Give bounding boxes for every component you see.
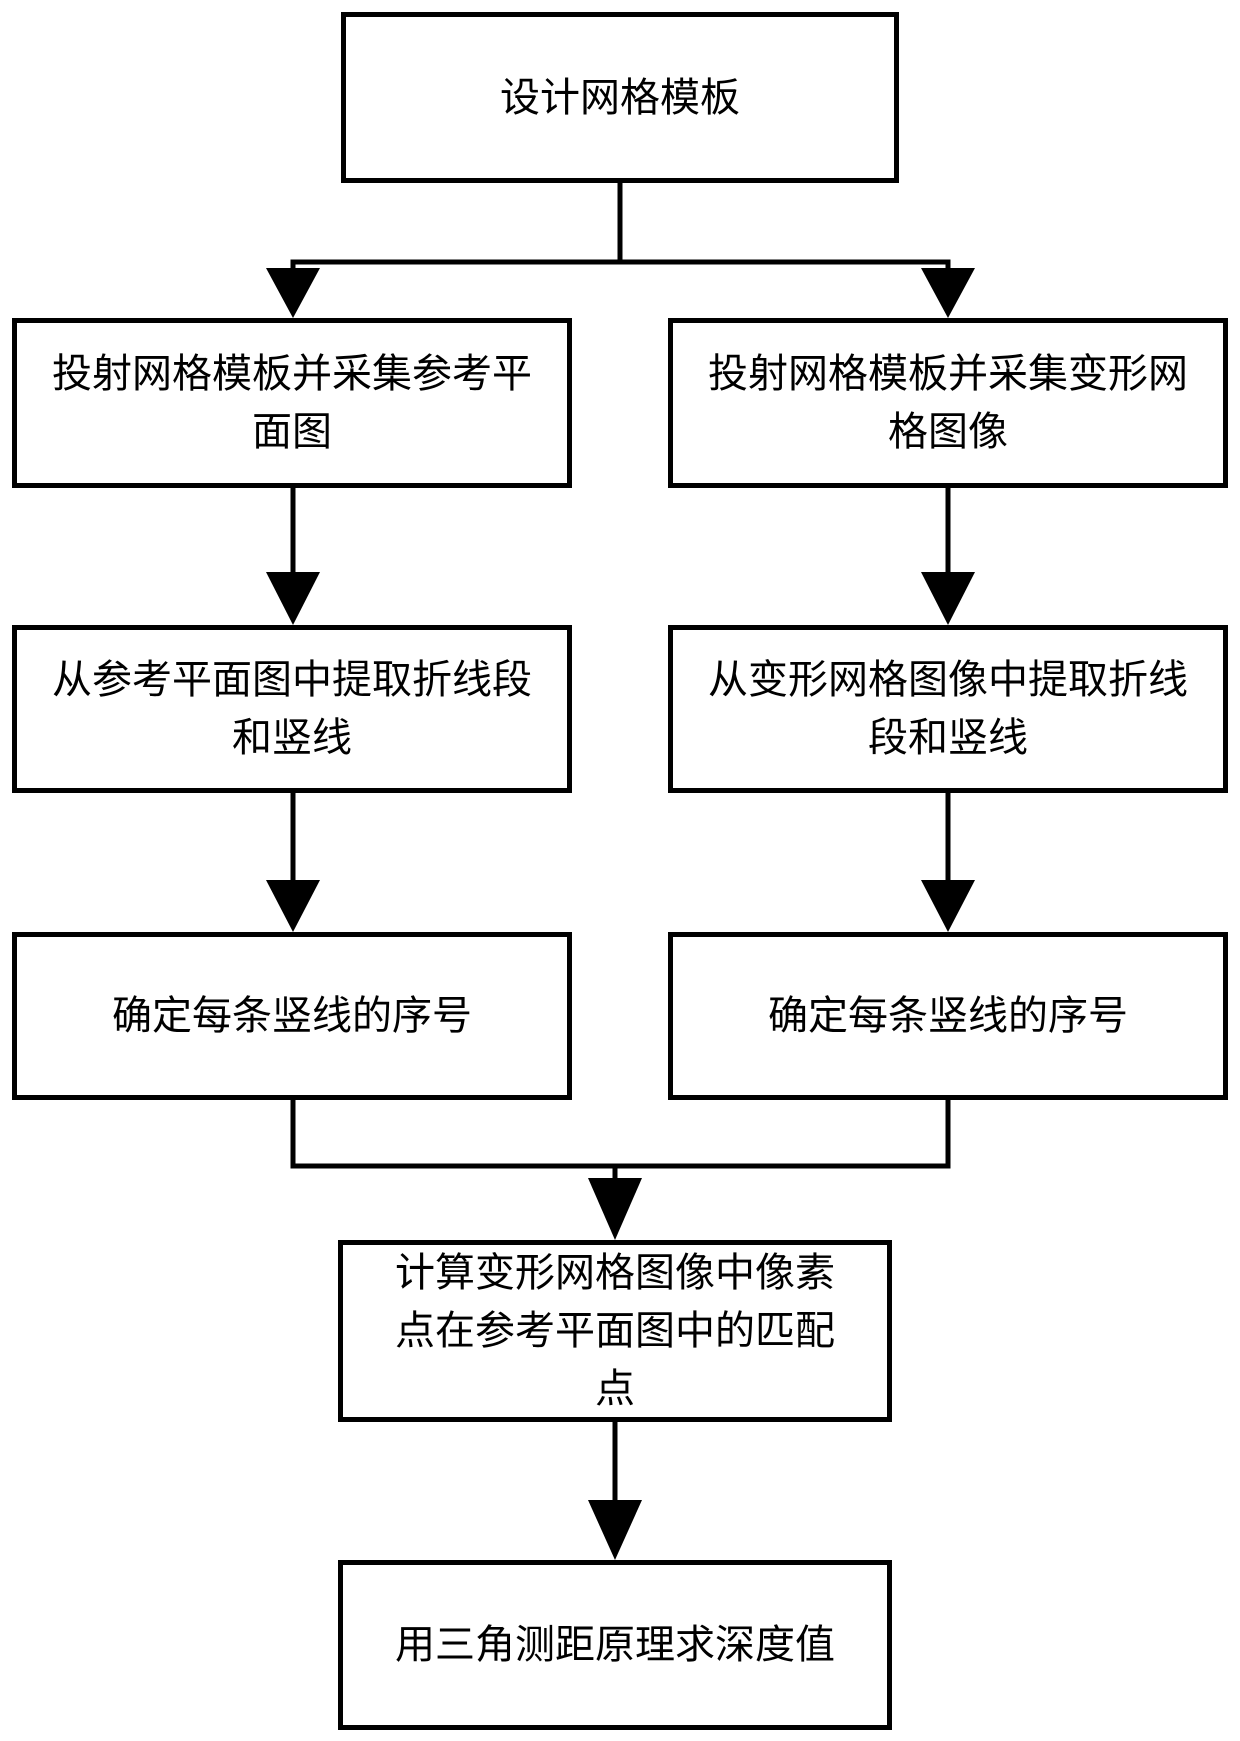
step-order-deformed: 确定每条竖线的序号 — [668, 932, 1228, 1100]
step-label: 确定每条竖线的序号 — [112, 993, 472, 1039]
step-project-deformed: 投射网格模板并采集变形网格图像 — [668, 318, 1228, 488]
arrowhead-left-2 — [266, 880, 320, 932]
step-extract-deformed: 从变形网格图像中提取折线段和竖线 — [668, 625, 1228, 793]
step-project-reference: 投射网格模板并采集参考平面图 — [12, 318, 572, 488]
arrowhead-merge — [588, 1178, 642, 1240]
step-label: 从参考平面图中提取折线段和竖线 — [52, 657, 532, 761]
arrowhead-split-left — [266, 268, 320, 318]
step-compute-match: 计算变形网格图像中像素点在参考平面图中的匹配点 — [338, 1240, 892, 1422]
arrowhead-right-2 — [921, 880, 975, 932]
step-label: 确定每条竖线的序号 — [768, 993, 1128, 1039]
step-label: 设计网格模板 — [500, 74, 740, 121]
step-label: 从变形网格图像中提取折线段和竖线 — [708, 657, 1188, 761]
step-extract-reference: 从参考平面图中提取折线段和竖线 — [12, 625, 572, 793]
arrowhead-split-right — [921, 268, 975, 318]
step-label: 投射网格模板并采集参考平面图 — [52, 351, 532, 455]
step-label: 投射网格模板并采集变形网格图像 — [708, 351, 1188, 455]
step-depth-value: 用三角测距原理求深度值 — [338, 1560, 892, 1730]
arrowhead-left-1 — [266, 572, 320, 625]
step-label: 用三角测距原理求深度值 — [395, 1622, 835, 1668]
arrowhead-right-1 — [921, 572, 975, 625]
step-design-template: 设计网格模板 — [341, 12, 899, 183]
step-label: 计算变形网格图像中像素点在参考平面图中的匹配点 — [395, 1250, 835, 1412]
step-order-reference: 确定每条竖线的序号 — [12, 932, 572, 1100]
arrowhead-bottom — [588, 1500, 642, 1560]
